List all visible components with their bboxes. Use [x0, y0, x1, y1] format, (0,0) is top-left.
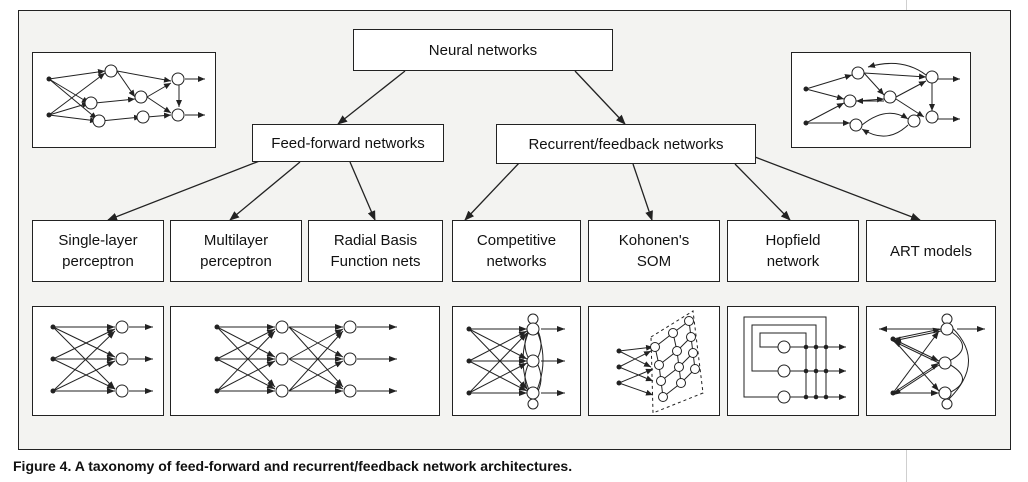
branch-node-feed-forward: Feed-forward networks: [252, 124, 444, 162]
leaf-node-multilayer-perceptron: Multilayer perceptron: [170, 220, 302, 282]
leaf-node-competitive-networks: Competitive networks: [452, 220, 581, 282]
hopfield-network-diagram: [727, 306, 859, 416]
edge-rec-competitive: [464, 161, 521, 221]
edge-root-recurrent: [574, 70, 626, 125]
recurrent-network-thumbnail: [791, 52, 971, 148]
feedforward-network-thumbnail: [32, 52, 216, 148]
edge-rec-kohonen: [632, 163, 653, 221]
edge-ff-rbf: [349, 161, 376, 221]
edge-rec-art: [754, 156, 921, 221]
edge-ff-multilayer: [229, 161, 301, 221]
kohonen-som-diagram: [588, 306, 720, 416]
competitive-network-graph: [466, 313, 565, 410]
figure-caption: Figure 4. A taxonomy of feed-forward and…: [13, 458, 573, 474]
edge-ff-single-layer: [107, 159, 263, 221]
hopfield-network-graph: [743, 316, 846, 404]
branch-node-recurrent: Recurrent/feedback networks: [496, 124, 756, 164]
single-layer-perceptron-diagram: [32, 306, 164, 416]
leaf-node-art-models: ART models: [866, 220, 996, 282]
leaf-node-hopfield-network: Hopfield network: [727, 220, 859, 282]
single-layer-perceptron-graph: [50, 320, 153, 398]
root-node-neural-networks: Neural networks: [353, 29, 613, 71]
kohonen-som-graph: [616, 310, 704, 414]
competitive-network-diagram: [452, 306, 581, 416]
leaf-node-single-layer-perceptron: Single-layer perceptron: [32, 220, 164, 282]
multilayer-perceptron-diagram: [170, 306, 440, 416]
multilayer-perceptron-graph: [214, 320, 397, 398]
leaf-node-rbf-nets: Radial Basis Function nets: [308, 220, 443, 282]
art-models-graph: [879, 313, 985, 410]
recurrent-network-graph: [803, 62, 960, 137]
edge-root-feedforward: [337, 70, 406, 125]
art-models-diagram: [866, 306, 996, 416]
feedforward-network-graph: [46, 64, 205, 128]
leaf-node-kohonen-som: Kohonen's SOM: [588, 220, 720, 282]
edge-rec-hopfield: [734, 163, 791, 221]
